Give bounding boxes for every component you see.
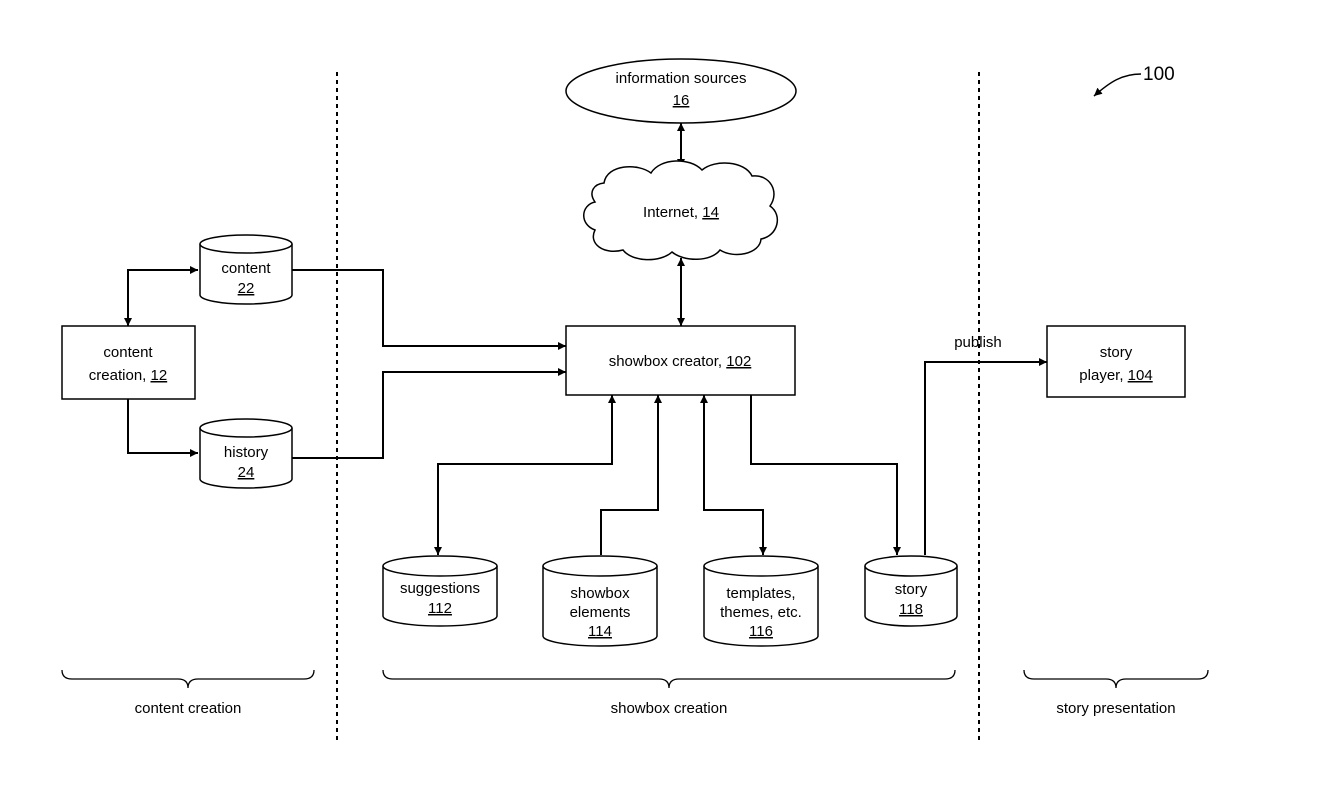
showbox-elements-database: showbox elements 114 (543, 556, 657, 646)
section-label-showbox-creation: showbox creation (611, 700, 728, 717)
arrow-creator-suggestions (438, 395, 612, 555)
content-ref: 22 (238, 280, 255, 297)
history-ref: 24 (238, 464, 255, 481)
brace-story-presentation (1024, 670, 1208, 688)
templates-line2: themes, etc. (720, 604, 802, 621)
arrow-elements-creator (601, 395, 658, 555)
internet-cloud-node: Internet, 14 (584, 161, 778, 260)
story-ref: 118 (899, 601, 923, 618)
history-database: history 24 (200, 419, 292, 488)
history-label: history (224, 444, 269, 461)
publish-label: publish (954, 334, 1002, 351)
story-player-line2: player, 104 (1079, 367, 1152, 384)
story-database: story 118 (865, 556, 957, 626)
story-player-line1: story (1100, 344, 1133, 361)
content-creation-line1: content (103, 344, 153, 361)
arrow-creator-templates (704, 395, 763, 555)
templates-ref: 116 (749, 623, 773, 640)
content-creation-line2: creation, 12 (89, 367, 167, 384)
arrow-story-player (925, 362, 1047, 555)
information-sources-ref: 16 (673, 92, 690, 109)
showbox-creator-box: showbox creator, 102 (566, 326, 795, 395)
arrow-content-creator (292, 270, 566, 346)
content-creation-box: content creation, 12 (62, 326, 195, 399)
showbox-elements-ref: 114 (588, 623, 612, 640)
showbox-elements-line1: showbox (570, 585, 630, 602)
showbox-creator-label: showbox creator, 102 (609, 353, 752, 370)
showbox-elements-line2: elements (570, 604, 631, 621)
content-database: content 22 (200, 235, 292, 304)
information-sources-label: information sources (616, 70, 747, 87)
templates-line1: templates, (726, 585, 795, 602)
brace-showbox-creation (383, 670, 955, 688)
internet-label: Internet, 14 (643, 204, 719, 221)
figure-ref-label: 100 (1143, 64, 1175, 85)
templates-database: templates, themes, etc. 116 (704, 556, 818, 646)
story-player-box: story player, 104 (1047, 326, 1185, 397)
section-label-content-creation: content creation (135, 700, 242, 717)
suggestions-label: suggestions (400, 580, 480, 597)
suggestions-ref: 112 (428, 600, 452, 617)
arrow-history-creator (292, 372, 566, 458)
suggestions-database: suggestions 112 (383, 556, 497, 626)
information-sources-node: information sources 16 (566, 59, 796, 123)
arrow-creation-content (128, 270, 198, 326)
brace-content-creation (62, 670, 314, 688)
story-label: story (895, 581, 928, 598)
section-label-story-presentation: story presentation (1056, 700, 1175, 717)
content-label: content (221, 260, 271, 277)
arrow-creator-story (751, 395, 897, 555)
figure-reference: 100 (1094, 64, 1175, 96)
arrow-creation-history (128, 399, 198, 453)
